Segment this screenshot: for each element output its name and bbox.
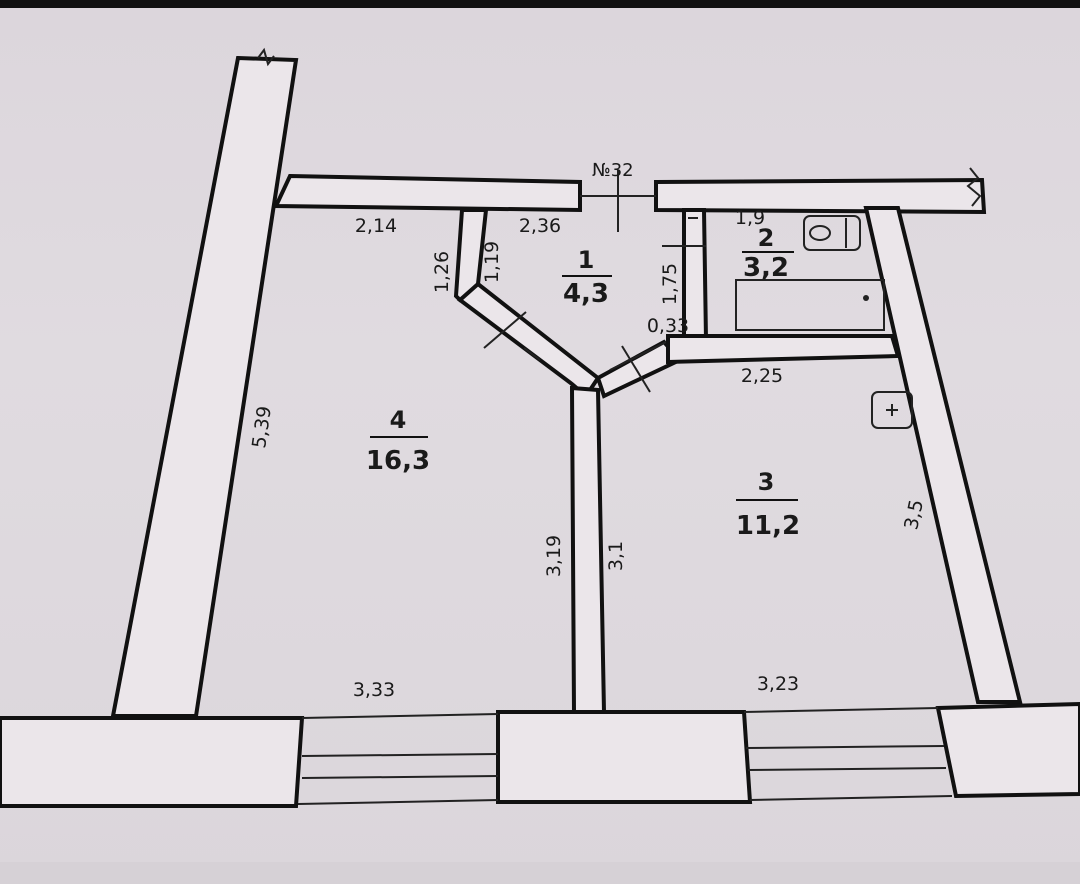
dim-room1-corner: 0,33 — [647, 315, 689, 337]
photo-bottom-edge — [0, 862, 1080, 884]
bottom-wall-right — [935, 701, 1080, 799]
sink-icon — [871, 391, 913, 429]
dim-room1-right: 1,75 — [659, 263, 681, 305]
dim-room3-right: 3,5 — [900, 498, 928, 532]
top-wall-left — [272, 173, 582, 213]
photo-top-band — [0, 0, 1080, 8]
room3-area: 11,2 — [736, 511, 800, 541]
partition-2-3 — [666, 334, 901, 365]
dim-room4-top: 2,14 — [355, 215, 397, 237]
dim-room4-corridor: 1,26 — [431, 251, 453, 293]
wall-break-mark-left — [257, 47, 275, 67]
dim-room3-bottom: 3,23 — [757, 673, 799, 695]
wall-break-mark-right — [966, 167, 982, 207]
apartment-number: №32 — [592, 160, 634, 181]
dim-room4-bottom: 3,33 — [353, 679, 395, 701]
room1-area: 4,3 — [563, 279, 609, 309]
bathtub-drain — [863, 295, 869, 301]
room2-number: 2 — [758, 224, 775, 252]
left-exterior-wall — [110, 55, 299, 718]
dim-room3-left: 3,1 — [605, 541, 627, 571]
bottom-wall-left — [0, 716, 305, 808]
toilet-icon — [803, 215, 861, 251]
door-room4-leaf — [523, 347, 541, 361]
door-room4-mark — [483, 311, 527, 349]
dim-room4-right: 3,19 — [543, 535, 565, 577]
door-room3-mark — [621, 345, 651, 393]
dim-room1-top: 2,36 — [519, 215, 561, 237]
room2-area: 3,2 — [743, 253, 789, 283]
window-room3 — [743, 707, 953, 801]
partition-4-1-diagonal — [456, 281, 601, 399]
dim-room2-width: 1,9 — [735, 207, 765, 229]
toilet-bowl — [809, 225, 831, 241]
dim-room1-left: 1,19 — [481, 241, 503, 283]
door-room3-line — [609, 339, 671, 371]
room4-area: 16,3 — [366, 446, 430, 476]
window-room4 — [297, 713, 499, 805]
right-exterior-wall — [863, 206, 1023, 704]
room1-number: 1 — [578, 246, 595, 274]
dim-room4-left: 5,39 — [248, 405, 276, 450]
sink-tap — [886, 404, 898, 416]
top-wall-right — [654, 177, 987, 215]
bathtub-icon — [735, 279, 885, 331]
partition-4-3 — [569, 385, 607, 714]
bottom-wall-middle — [496, 710, 753, 804]
room4-number: 4 — [390, 406, 407, 434]
room3-number: 3 — [758, 468, 775, 496]
dim-room3-top: 2,25 — [741, 365, 783, 387]
